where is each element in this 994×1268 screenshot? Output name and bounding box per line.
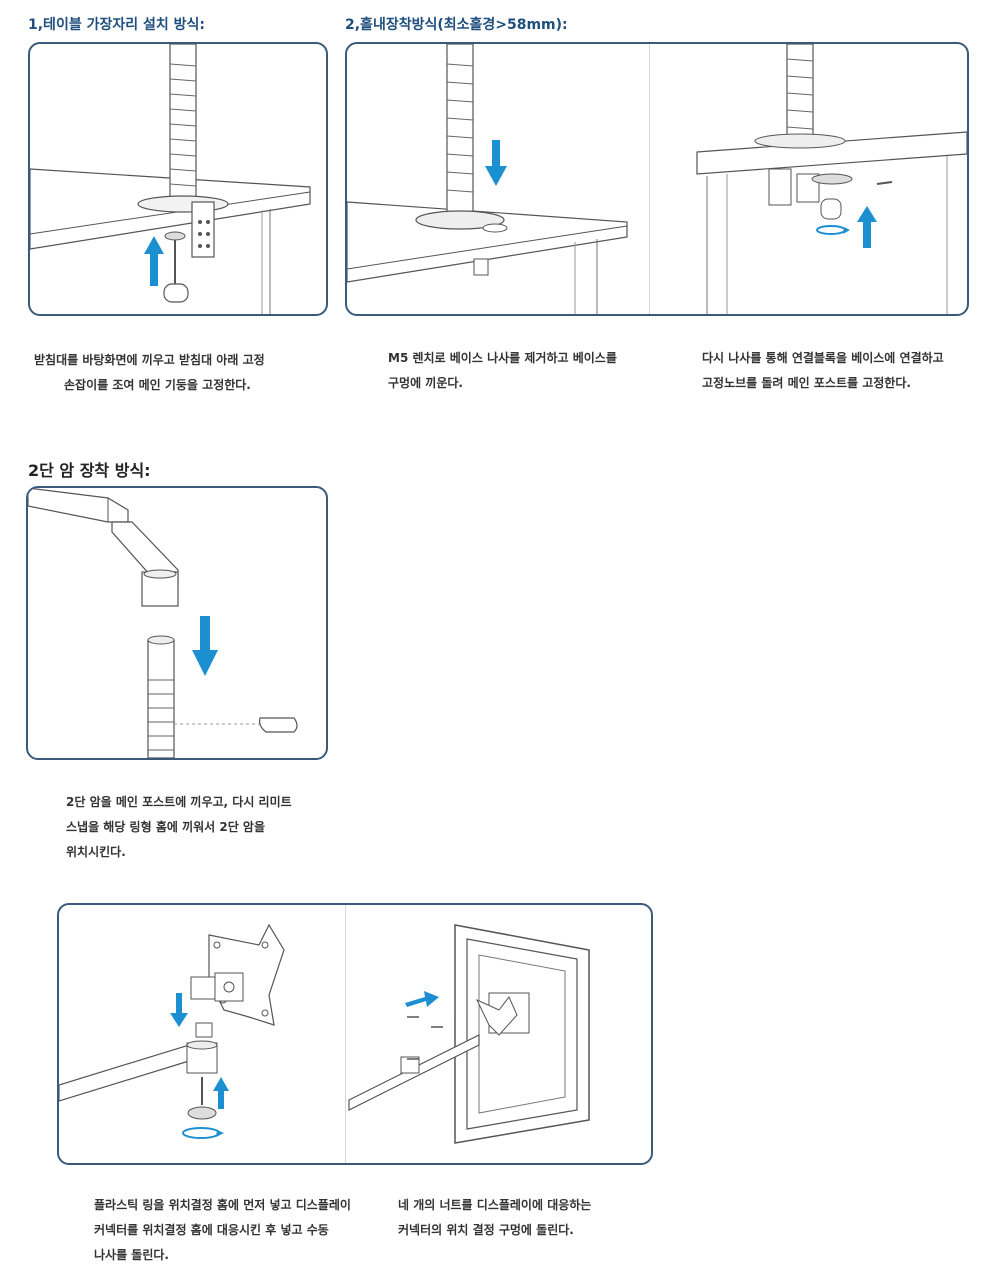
- illustration-grommet: [345, 42, 969, 316]
- caption-line: 다시 나사를 통해 연결블록을 베이스에 연결하고: [702, 351, 944, 365]
- caption-vesa-step1: 플라스틱 링을 위치결정 홈에 먼저 넣고 디스플레이 커넥터를 위치결정 홈에…: [94, 1193, 351, 1268]
- arrow-down-icon: [485, 140, 507, 186]
- section-title-table-edge: 1,테이블 가장자리 설치 방식:: [28, 17, 205, 33]
- caption-line: 위치시킨다.: [66, 845, 126, 859]
- caption-line: 손잡이를 조여 메인 기둥을 고정한다.: [64, 378, 251, 392]
- caption-line: 네 개의 너트를 디스플레이에 대응하는: [398, 1198, 592, 1212]
- caption-line: 2단 암을 메인 포스트에 끼우고, 다시 리미트: [66, 795, 292, 809]
- section-title-grommet: 2,홀내장착방식(최소홀경>58mm):: [345, 17, 568, 33]
- caption-grommet-step2: 다시 나사를 통해 연결블록을 베이스에 연결하고 고정노브를 돌려 메인 포스…: [702, 346, 944, 396]
- arrow-up-icon: [213, 1077, 229, 1109]
- arrow-up-icon: [144, 236, 164, 286]
- illustration-table-clamp: [28, 42, 328, 316]
- rotate-icon: [182, 1127, 224, 1139]
- caption-arm: 2단 암을 메인 포스트에 끼우고, 다시 리미트 스냅을 해당 링형 홈에 끼…: [66, 790, 292, 865]
- caption-line: 커넥터의 위치 결정 구멍에 돌린다.: [398, 1223, 574, 1237]
- caption-line: 구멍에 끼운다.: [388, 376, 463, 390]
- arrow-down-icon: [192, 616, 218, 676]
- caption-line: 커넥터를 위치결정 홈에 대응시킨 후 넣고 수동: [94, 1223, 329, 1237]
- rotate-icon: [816, 225, 850, 235]
- caption-grommet-step1: M5 렌치로 베이스 나사를 제거하고 베이스를 구멍에 끼운다.: [388, 346, 617, 396]
- section-title-arm: 2단 암 장착 방식:: [28, 461, 151, 480]
- caption-line: M5 렌치로 베이스 나사를 제거하고 베이스를: [388, 351, 617, 365]
- arrow-down-icon: [170, 993, 188, 1027]
- caption-line: 나사를 돌린다.: [94, 1248, 169, 1262]
- caption-line: 스냅을 해당 링형 홈에 끼워서 2단 암을: [66, 820, 266, 834]
- caption-line: 받침대를 바탕화면에 끼우고 받침대 아래 고정: [34, 353, 265, 367]
- arrow-up-icon: [857, 206, 877, 248]
- caption-line: 고정노브를 돌려 메인 포스트를 고정한다.: [702, 376, 911, 390]
- caption-line: 플라스틱 링을 위치결정 홈에 먼저 넣고 디스플레이: [94, 1198, 351, 1212]
- caption-vesa-step2: 네 개의 너트를 디스플레이에 대응하는 커넥터의 위치 결정 구멍에 돌린다.: [398, 1193, 591, 1243]
- caption-table-edge: 받침대를 바탕화면에 끼우고 받침대 아래 고정 손잡이를 조여 메인 기둥을 …: [34, 348, 265, 398]
- arrow-right-icon: [405, 991, 439, 1007]
- illustration-arm-install: [26, 486, 328, 760]
- illustration-vesa-mount: [57, 903, 653, 1165]
